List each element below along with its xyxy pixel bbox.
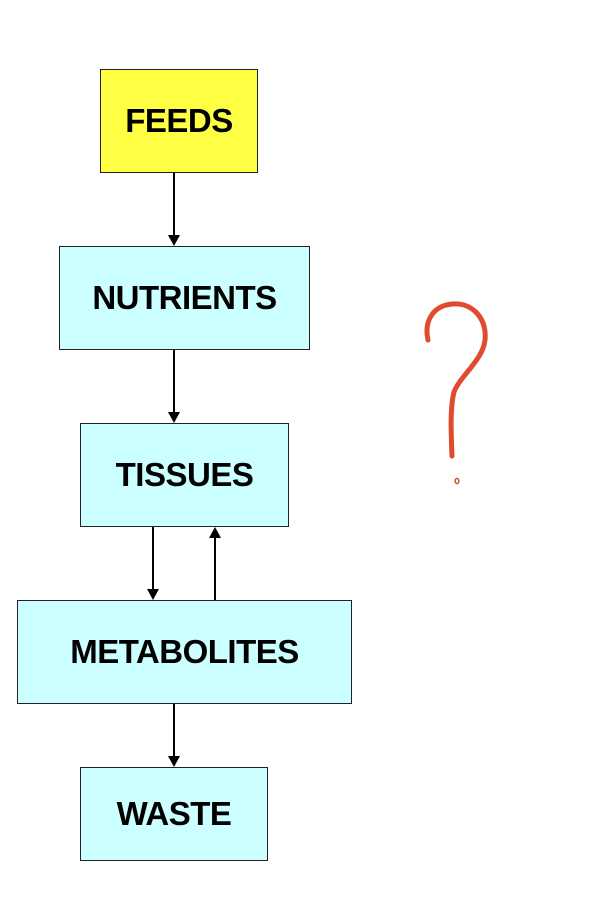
node-nutrients: NUTRIENTS xyxy=(59,246,310,350)
node-tissues-label: TISSUES xyxy=(115,456,254,493)
arrow-head xyxy=(209,527,221,538)
arrow-head xyxy=(168,235,180,246)
arrow-head xyxy=(147,589,159,600)
node-feeds: FEEDS xyxy=(100,69,258,173)
arrow-metabolites-to-tissues xyxy=(209,527,221,600)
node-feeds-label: FEEDS xyxy=(125,102,233,139)
question-mark-icon xyxy=(424,301,488,485)
arrow-head xyxy=(168,412,180,423)
arrow-tissues-to-metabolites xyxy=(147,527,159,600)
arrow-metabolites-to-waste xyxy=(168,704,180,767)
node-waste: WASTE xyxy=(80,767,268,861)
node-tissues: TISSUES xyxy=(80,423,289,527)
arrow-head xyxy=(168,756,180,767)
node-metabolites: METABOLITES xyxy=(17,600,352,704)
node-nutrients-label: NUTRIENTS xyxy=(92,279,277,316)
node-metabolites-label: METABOLITES xyxy=(70,633,299,670)
arrows xyxy=(147,173,221,767)
arrow-feeds-to-nutrients xyxy=(168,173,180,246)
node-waste-label: WASTE xyxy=(116,795,232,832)
arrow-nutrients-to-tissues xyxy=(168,350,180,423)
question-mark-dot xyxy=(454,477,460,485)
question-mark-stroke xyxy=(424,301,488,459)
